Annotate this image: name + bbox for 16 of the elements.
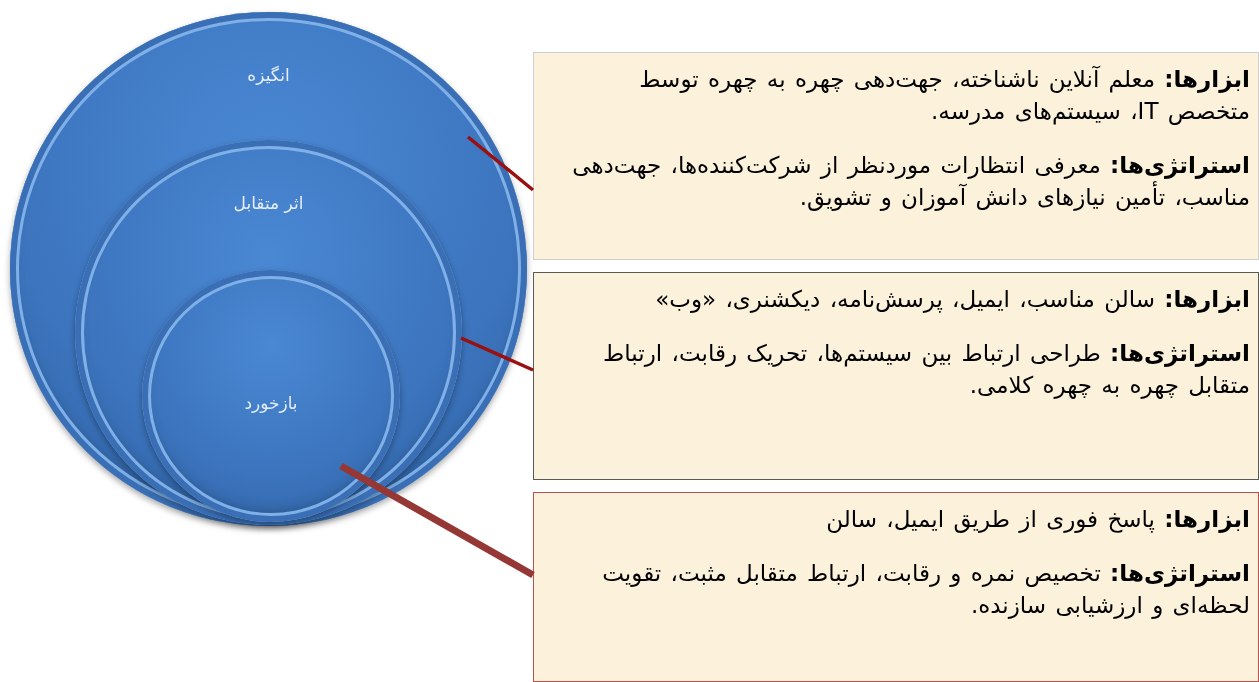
card-paragraph: ابزارها: پاسخ فوری از طریق ایمیل، سالن <box>825 505 1250 535</box>
circle-label: اثر متقابل <box>233 193 304 213</box>
text-card <box>533 52 1259 260</box>
card-paragraph: استراتژی‌ها: تخصیص نمره و رقابت، ارتباط متقابل مثبت، تقویت لحظه‌ای و ارزشیابی سازنده. <box>601 559 1250 621</box>
connector-line <box>339 462 535 579</box>
card-paragraph: استراتژی‌ها: طراحی ارتباط بین سیستم‌ها، تحریک رقابت، ارتباط متقابل چهره به چهره کلامی. <box>602 339 1250 401</box>
connector-line <box>466 135 535 192</box>
text-card <box>533 272 1259 480</box>
circle-label: انگیزه <box>247 65 290 85</box>
nested-circle <box>142 270 400 522</box>
card-paragraph: ابزارها: معلم آنلاین ناشناخته، جهت‌دهی چهره به چهره توسط متخصص IT، سیستم‌های مدرسه. <box>638 65 1250 127</box>
card-paragraph: استراتژی‌ها: معرفی انتظارات موردنظر از شرکت‌کننده‌ها، جهت‌دهی مناسب، تأمین نیازهای دانش آموزان و تشویق. <box>571 151 1250 213</box>
text-card <box>533 492 1259 682</box>
connector-line <box>460 336 534 372</box>
circle-label: بازخورد <box>244 393 298 413</box>
card-paragraph: ابزارها: سالن مناسب، ایمیل، پرسش‌نامه، دیکشنری، «وب» <box>654 285 1250 315</box>
